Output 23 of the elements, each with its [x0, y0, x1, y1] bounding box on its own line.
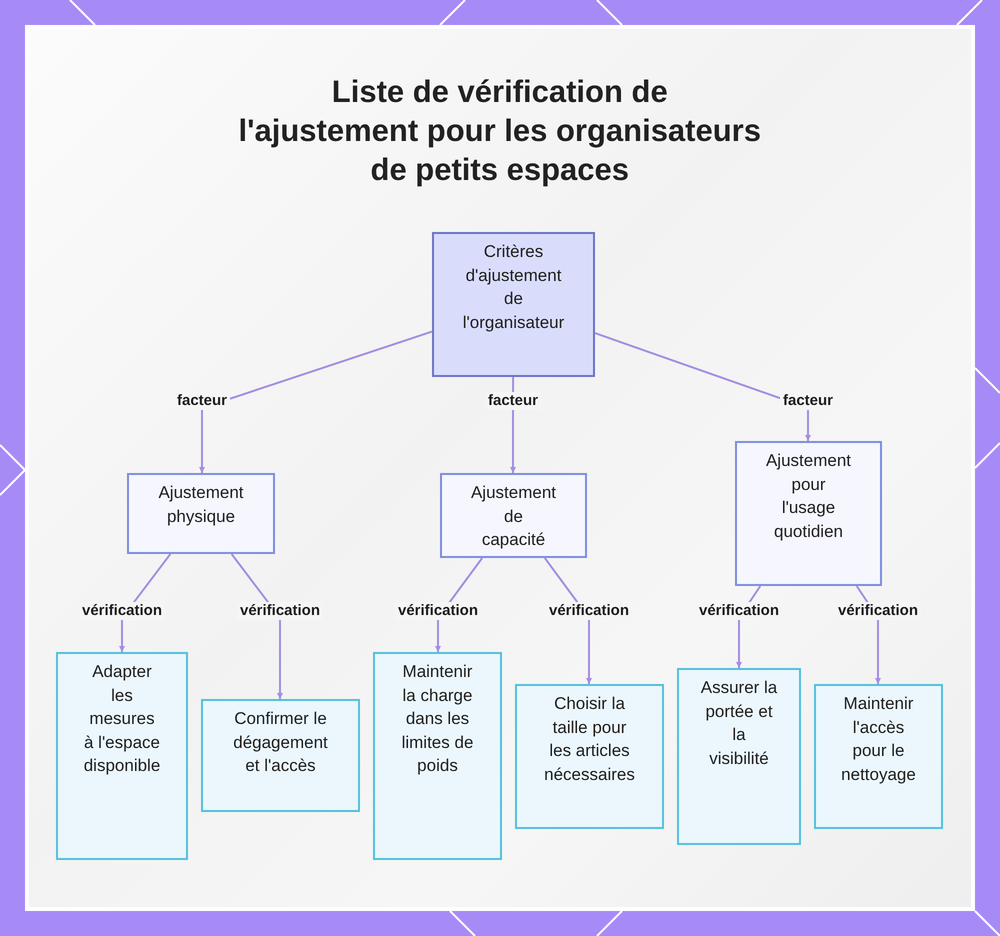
node-label: Critères d'ajustement de l'organisateur	[462, 241, 566, 334]
connector-arrow	[199, 330, 432, 473]
node-label: Maintenir la charge dans les limites de poids	[400, 661, 474, 777]
node-label: Maintenir l'accès pour le nettoyage	[840, 693, 917, 786]
root-node-box	[432, 232, 595, 377]
node-label: Choisir la taille pour les articles nécessaires	[543, 693, 636, 786]
check-item-box	[814, 684, 943, 829]
category-node-box	[440, 473, 587, 558]
check-item-box	[677, 668, 801, 845]
node-label: Adapter les mesures à l'espace disponible	[83, 661, 161, 777]
check-item-box	[515, 684, 664, 829]
check-item-box	[373, 652, 502, 860]
category-node-box	[735, 441, 882, 586]
node-label: Ajustement physique	[157, 482, 245, 528]
node-label: Assurer la portée et la visibilité	[700, 677, 778, 770]
node-label: Ajustement pour l'usage quotidien	[766, 450, 852, 542]
node-label: Ajustement de capacité	[470, 482, 556, 551]
category-node-box	[127, 473, 275, 554]
node-label: Confirmer le dégagement et l'accès	[232, 708, 329, 777]
connector-arrow	[594, 332, 811, 441]
diagram-title: Liste de vérification de l'ajustement pour les organisateurs de petits espaces	[238, 73, 762, 189]
check-item-box	[56, 652, 188, 860]
check-item-box	[201, 699, 360, 812]
